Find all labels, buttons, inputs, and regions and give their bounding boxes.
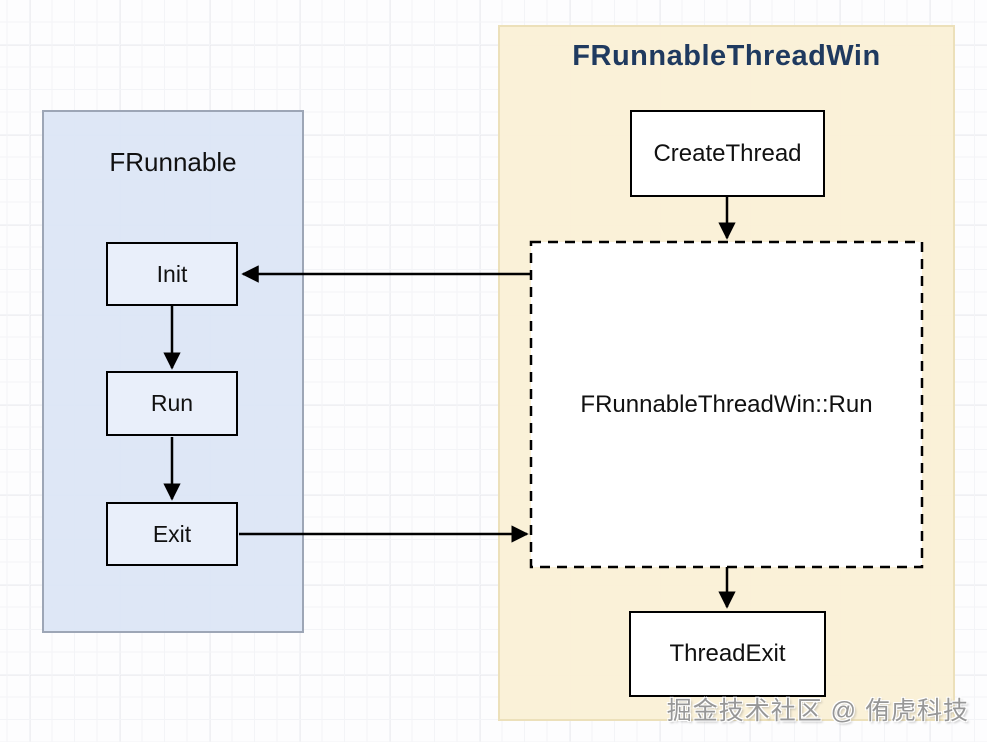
node-exit: Exit [106, 502, 238, 566]
node-thread-exit: ThreadExit [629, 611, 826, 697]
frunnable-thread-win-panel-title: FRunnableThreadWin [572, 40, 881, 72]
frunnable-panel-title: FRunnable [109, 147, 237, 177]
node-run: Run [106, 371, 238, 436]
watermark-text: 掘金技术社区 @ 侑虎科技 [666, 697, 969, 725]
thread-run-dashed-box [529, 240, 924, 569]
node-thread-run-label: FRunnableThreadWin::Run [580, 390, 873, 418]
node-create-thread: CreateThread [630, 110, 825, 197]
node-init: Init [106, 242, 238, 306]
